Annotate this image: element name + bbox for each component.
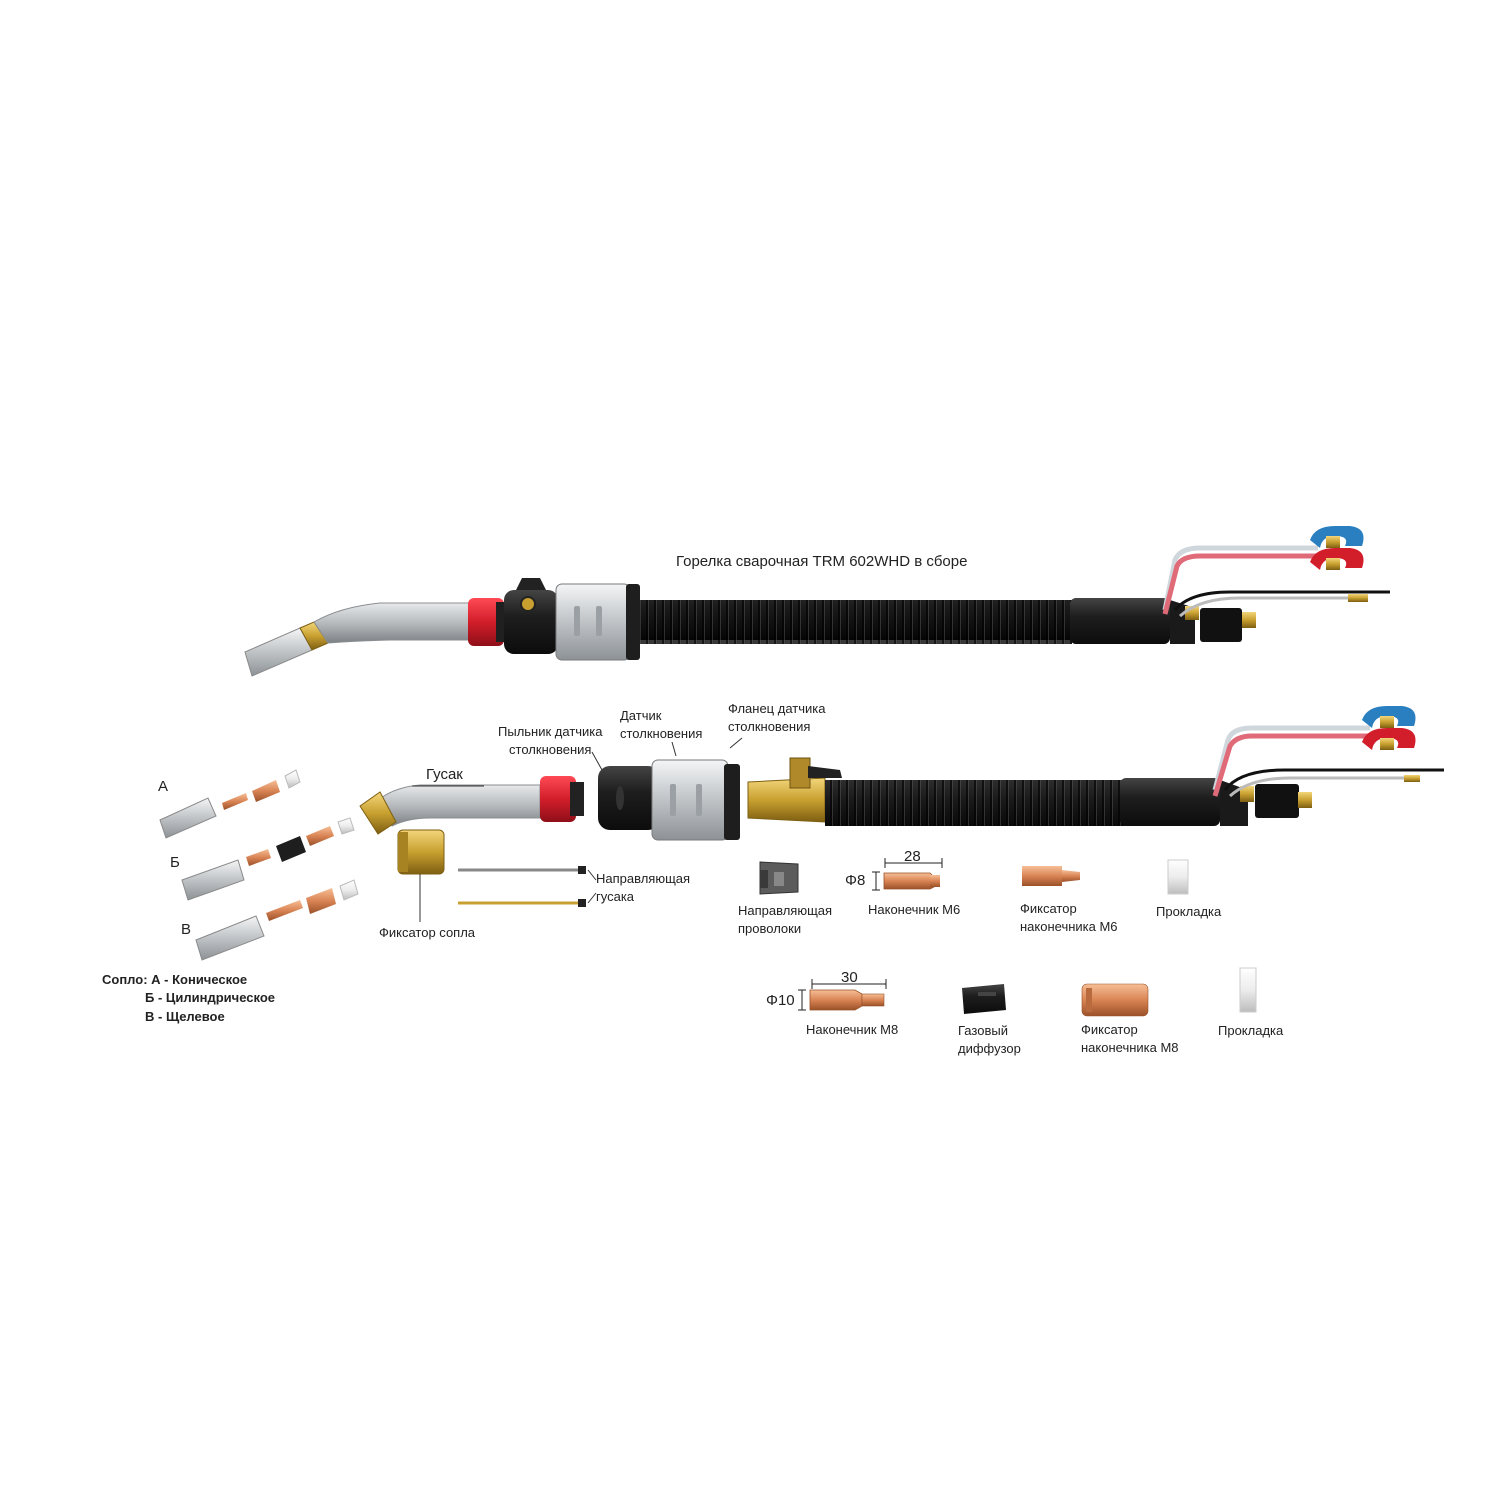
label-sensor-flange: Фланец датчика столкновения: [728, 700, 825, 736]
label-gooseneck-liner-line2: гусака: [596, 889, 635, 904]
label-tip-m8: Наконечник М8: [806, 1022, 899, 1037]
nozzle-variant-v: [195, 879, 359, 961]
tip-m8: [798, 979, 887, 1011]
label-tip-holder-m6-line1: Фиксатор: [1020, 901, 1077, 916]
legend-line-2: Б - Цилиндрическое: [145, 990, 276, 1005]
diagram-title: Горелка сварочная TRM 602WHD в сборе: [676, 553, 968, 570]
assembled-red-ring: [468, 598, 504, 646]
exploded-red-coupler: [1362, 728, 1416, 750]
tip-m6-length: 28: [904, 848, 921, 865]
label-nozzle-fixator: Фиксатор сопла: [379, 925, 476, 940]
assembled-torch: [244, 526, 1390, 677]
label-collision-sensor: Датчик столкновения: [620, 707, 702, 743]
legend-line-3: В - Щелевое: [145, 1009, 225, 1024]
assembled-gooseneck: [313, 602, 473, 644]
label-wire-guide-line1: Направляющая: [738, 903, 833, 918]
label-gasket-1: Прокладка: [1156, 904, 1222, 919]
leader-lines: [412, 737, 743, 922]
label-gusak: Гусак: [426, 766, 463, 783]
label-wire-guide-line2: проволоки: [738, 921, 802, 936]
tip-m6: [872, 858, 943, 891]
wire-guide: [759, 861, 799, 895]
label-dust-cover-line2: столкновения: [509, 742, 592, 757]
nozzle-letter-v: В: [181, 921, 192, 938]
gasket-2: [1239, 967, 1257, 1013]
exploded-gooseneck-thread: [359, 791, 397, 835]
tip-holder-m8: [1081, 983, 1149, 1017]
label-gas-diffuser: Газовый диффузор: [958, 1022, 1021, 1058]
label-dust-cover: Пыльник датчика столкновения: [498, 723, 603, 759]
exploded-dust-cover: [540, 776, 576, 822]
assembled-handle: [1070, 598, 1170, 644]
tip-holder-m6: [1022, 866, 1080, 886]
label-tip-holder-m8-line2: наконечника М8: [1081, 1040, 1179, 1055]
nozzle-letter-b: Б: [170, 854, 180, 871]
exploded-hose: [825, 780, 1125, 826]
label-gooseneck-liner: Направляющая гусака: [596, 870, 690, 906]
exploded-handle: [1120, 778, 1220, 826]
label-tip-holder-m8: Фиксатор наконечника М8: [1081, 1021, 1179, 1057]
label-collision-sensor-line1: Датчик: [620, 708, 662, 723]
label-collision-sensor-line2: столкновения: [620, 726, 703, 741]
tip-m8-diameter: Φ10: [766, 992, 795, 1009]
assembled-sensor-flange: [555, 583, 631, 661]
exploded-collision-sensor: [598, 766, 660, 830]
label-gasket-2: Прокладка: [1218, 1023, 1284, 1038]
assembled-sensor-body: [504, 590, 558, 654]
exploded-sensor-flange: [651, 759, 729, 841]
label-gas-diffuser-line2: диффузор: [958, 1041, 1021, 1056]
label-sensor-flange-line2: столкновения: [728, 719, 811, 734]
assembled-nozzle: [244, 627, 313, 677]
assembled-hose: [640, 600, 1072, 644]
gas-diffuser: [962, 984, 1006, 1014]
label-wire-guide: Направляющая проволоки: [738, 902, 832, 938]
nozzle-fixator: [397, 829, 445, 875]
exploded-brass-adapter: [747, 777, 826, 823]
nozzle-variant-a: [159, 769, 301, 839]
exploded-gooseneck: [377, 784, 541, 827]
legend-line-1: Сопло: А - Коническое: [102, 972, 248, 987]
label-tip-holder-m8-line1: Фиксатор: [1081, 1022, 1138, 1037]
label-dust-cover-line1: Пыльник датчика: [498, 724, 603, 739]
assembled-red-coupler: [1310, 548, 1364, 570]
label-tip-m6: Наконечник М6: [868, 902, 961, 917]
label-tip-holder-m6-line2: наконечника М6: [1020, 919, 1118, 934]
exploded-torch: [359, 706, 1444, 841]
tip-m8-length: 30: [841, 969, 858, 986]
nozzle-letter-a: А: [158, 778, 169, 795]
label-gooseneck-liner-line1: Направляющая: [596, 871, 691, 886]
exploded-blue-coupler: [1362, 706, 1416, 728]
gooseneck-liners: [458, 866, 586, 907]
label-gas-diffuser-line1: Газовый: [958, 1023, 1008, 1038]
gasket-1: [1167, 859, 1189, 895]
label-tip-holder-m6: Фиксатор наконечника М6: [1020, 900, 1118, 936]
nozzle-variant-b: [181, 817, 355, 901]
tip-m6-diameter: Φ8: [845, 872, 866, 889]
label-sensor-flange-line1: Фланец датчика: [728, 701, 826, 716]
assembled-blue-coupler: [1310, 526, 1364, 548]
